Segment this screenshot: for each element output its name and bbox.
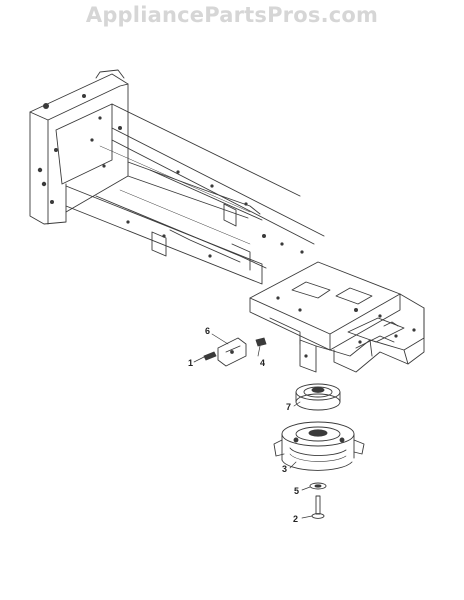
callout-3: 3 [282,464,287,474]
tractor-frame [29,69,425,373]
bracket-part-6 [217,337,247,367]
callout-1: 1 [188,358,193,368]
callouts: 6 1 4 7 3 5 2 [188,326,299,524]
leader-lines [193,333,313,519]
clutch-bolt-part-2 [311,495,325,519]
pto-clutch-part-3 [273,421,365,471]
callout-6: 6 [205,326,210,336]
pulley-part-7 [295,383,341,411]
nut-part-4 [255,337,267,347]
callout-7: 7 [286,402,291,412]
frame-holes [37,94,416,358]
watermark: AppliancePartsPros.com [85,3,379,27]
bolt-part-1 [203,351,217,361]
callout-2: 2 [293,514,298,524]
callout-5: 5 [294,486,299,496]
washer-part-5 [309,482,327,490]
callout-4: 4 [260,358,265,368]
